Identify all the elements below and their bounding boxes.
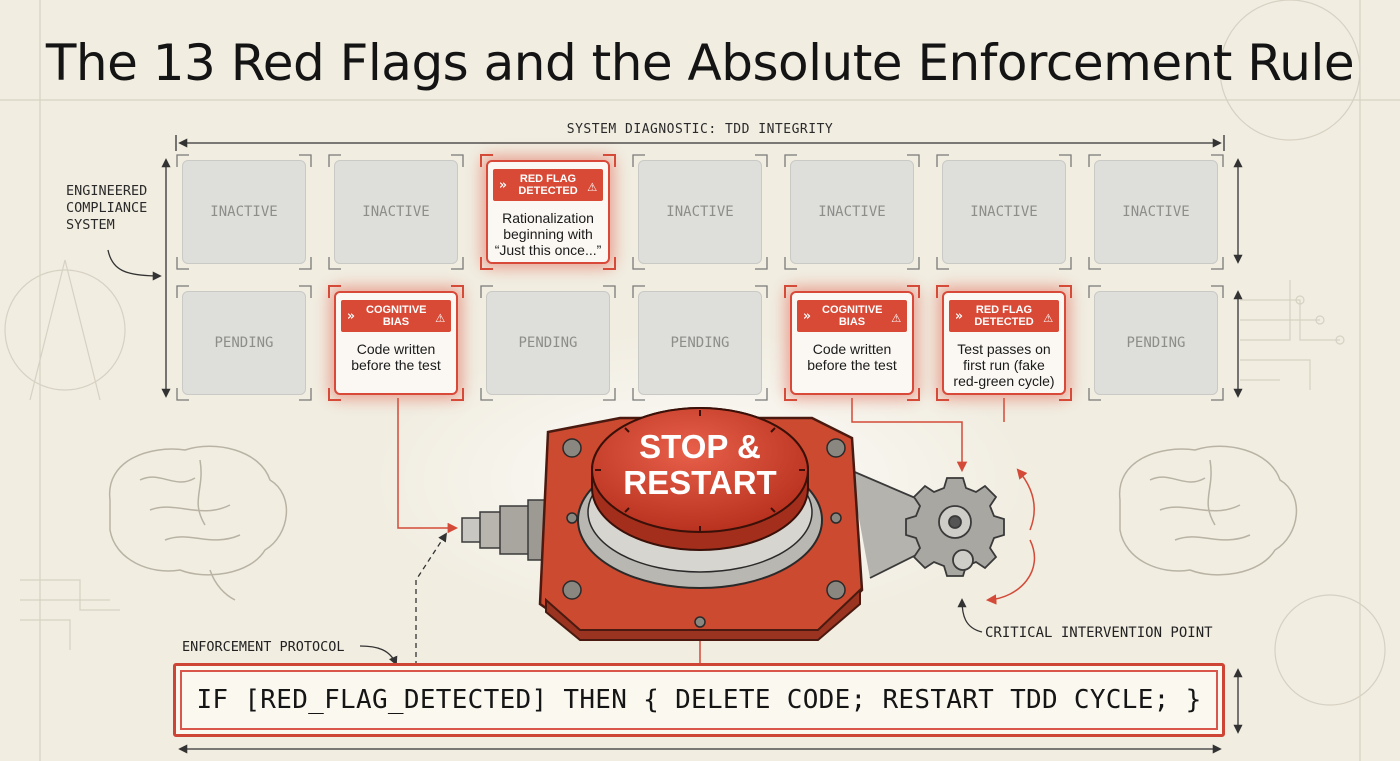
alert-description-line: Code written — [812, 341, 892, 357]
alert-header-line: BIAS — [382, 316, 410, 328]
inactive-tile: INACTIVE — [1094, 160, 1218, 264]
chevrons-right-icon: » — [803, 308, 811, 324]
side-label-line: SYSTEM — [66, 217, 115, 233]
tile-bracket — [936, 154, 1072, 270]
button-label-line1: STOP & — [639, 428, 761, 465]
tile-bracket — [1088, 154, 1224, 270]
inactive-tile: INACTIVE — [638, 160, 762, 264]
enforcement-code-box: IF [RED_FLAG_DETECTED] THEN { DELETE COD… — [173, 663, 1225, 737]
chevrons-right-icon: » — [347, 308, 355, 324]
warning-triangle-icon: ⚠ — [1043, 306, 1053, 326]
alert-description-line: red-green cycle) — [953, 373, 1055, 389]
tile-bracket — [480, 154, 616, 270]
alert-header-line: DETECTED — [518, 185, 578, 197]
pending-tile: PENDING — [486, 291, 610, 395]
chevrons-right-icon: » — [499, 177, 507, 193]
intervention-pointers — [359, 532, 983, 666]
tile-bracket — [936, 285, 1072, 401]
brain-left-decor — [109, 445, 287, 601]
alert-description-line: Rationalization — [502, 210, 594, 226]
tile-bracket — [784, 154, 920, 270]
tile-bracket — [1088, 285, 1224, 401]
alert-header-line: DETECTED — [974, 316, 1034, 328]
alert-description-line: first run (fake — [963, 357, 1045, 373]
tile-bracket — [632, 285, 768, 401]
alert-description-line: beginning with — [503, 226, 593, 242]
diagnostic-label: SYSTEM DIAGNOSTIC: TDD INTEGRITY — [566, 122, 834, 137]
pending-tile: PENDING — [1094, 291, 1218, 395]
connector-arrows — [397, 398, 1036, 664]
enforcement-rule-code: IF [RED_FLAG_DETECTED] THEN { DELETE COD… — [196, 685, 1202, 715]
tile-bracket — [632, 154, 768, 270]
tile-bracket — [176, 154, 312, 270]
inactive-tile: INACTIVE — [334, 160, 458, 264]
stop-restart-machine: STOP & RESTART — [538, 407, 864, 641]
alert-header-line: BIAS — [838, 316, 866, 328]
button-label-line2: RESTART — [623, 464, 776, 501]
alert-description-line: before the test — [351, 357, 441, 373]
alert-description-line: Test passes on — [957, 341, 1051, 357]
tile-bracket — [480, 285, 616, 401]
alert-header-line: COGNITIVE — [822, 304, 883, 316]
warning-triangle-icon: ⚠ — [891, 306, 901, 326]
inactive-tile: INACTIVE — [942, 160, 1066, 264]
tile-bracket — [328, 154, 464, 270]
side-label-line: COMPLIANCE — [66, 200, 148, 216]
pending-tile: PENDING — [182, 291, 306, 395]
pending-tile: PENDING — [638, 291, 762, 395]
critical-intervention-label: CRITICAL INTERVENTION POINT — [985, 625, 1213, 641]
side-label-line: ENGINEERED — [66, 183, 148, 199]
brain-right-decor — [1119, 445, 1297, 576]
alert-header-line: RED FLAG — [519, 173, 577, 185]
alert-header-line: COGNITIVE — [366, 304, 427, 316]
gear-linkage — [849, 469, 1005, 579]
alert-description-line: before the test — [807, 357, 897, 373]
page-title: The 13 Red Flags and the Absolute Enforc… — [45, 34, 1355, 92]
inactive-tile: INACTIVE — [182, 160, 306, 264]
dimension-lines — [107, 135, 1243, 754]
alert-header-line: RED FLAG — [975, 304, 1033, 316]
warning-triangle-icon: ⚠ — [587, 175, 597, 195]
tile-bracket — [328, 285, 464, 401]
tile-bracket — [784, 285, 920, 401]
enforcement-protocol-label: ENFORCEMENT PROTOCOL — [182, 639, 345, 655]
alert-description-line: Code written — [356, 341, 436, 357]
warning-triangle-icon: ⚠ — [435, 306, 445, 326]
chevrons-right-icon: » — [955, 308, 963, 324]
tile-corner-brackets — [176, 154, 1224, 401]
engineered-compliance-label: ENGINEERED COMPLIANCE SYSTEM — [66, 183, 147, 234]
alert-description-line: “Just this once...” — [494, 242, 602, 258]
inactive-tile: INACTIVE — [790, 160, 914, 264]
tile-bracket — [176, 285, 312, 401]
